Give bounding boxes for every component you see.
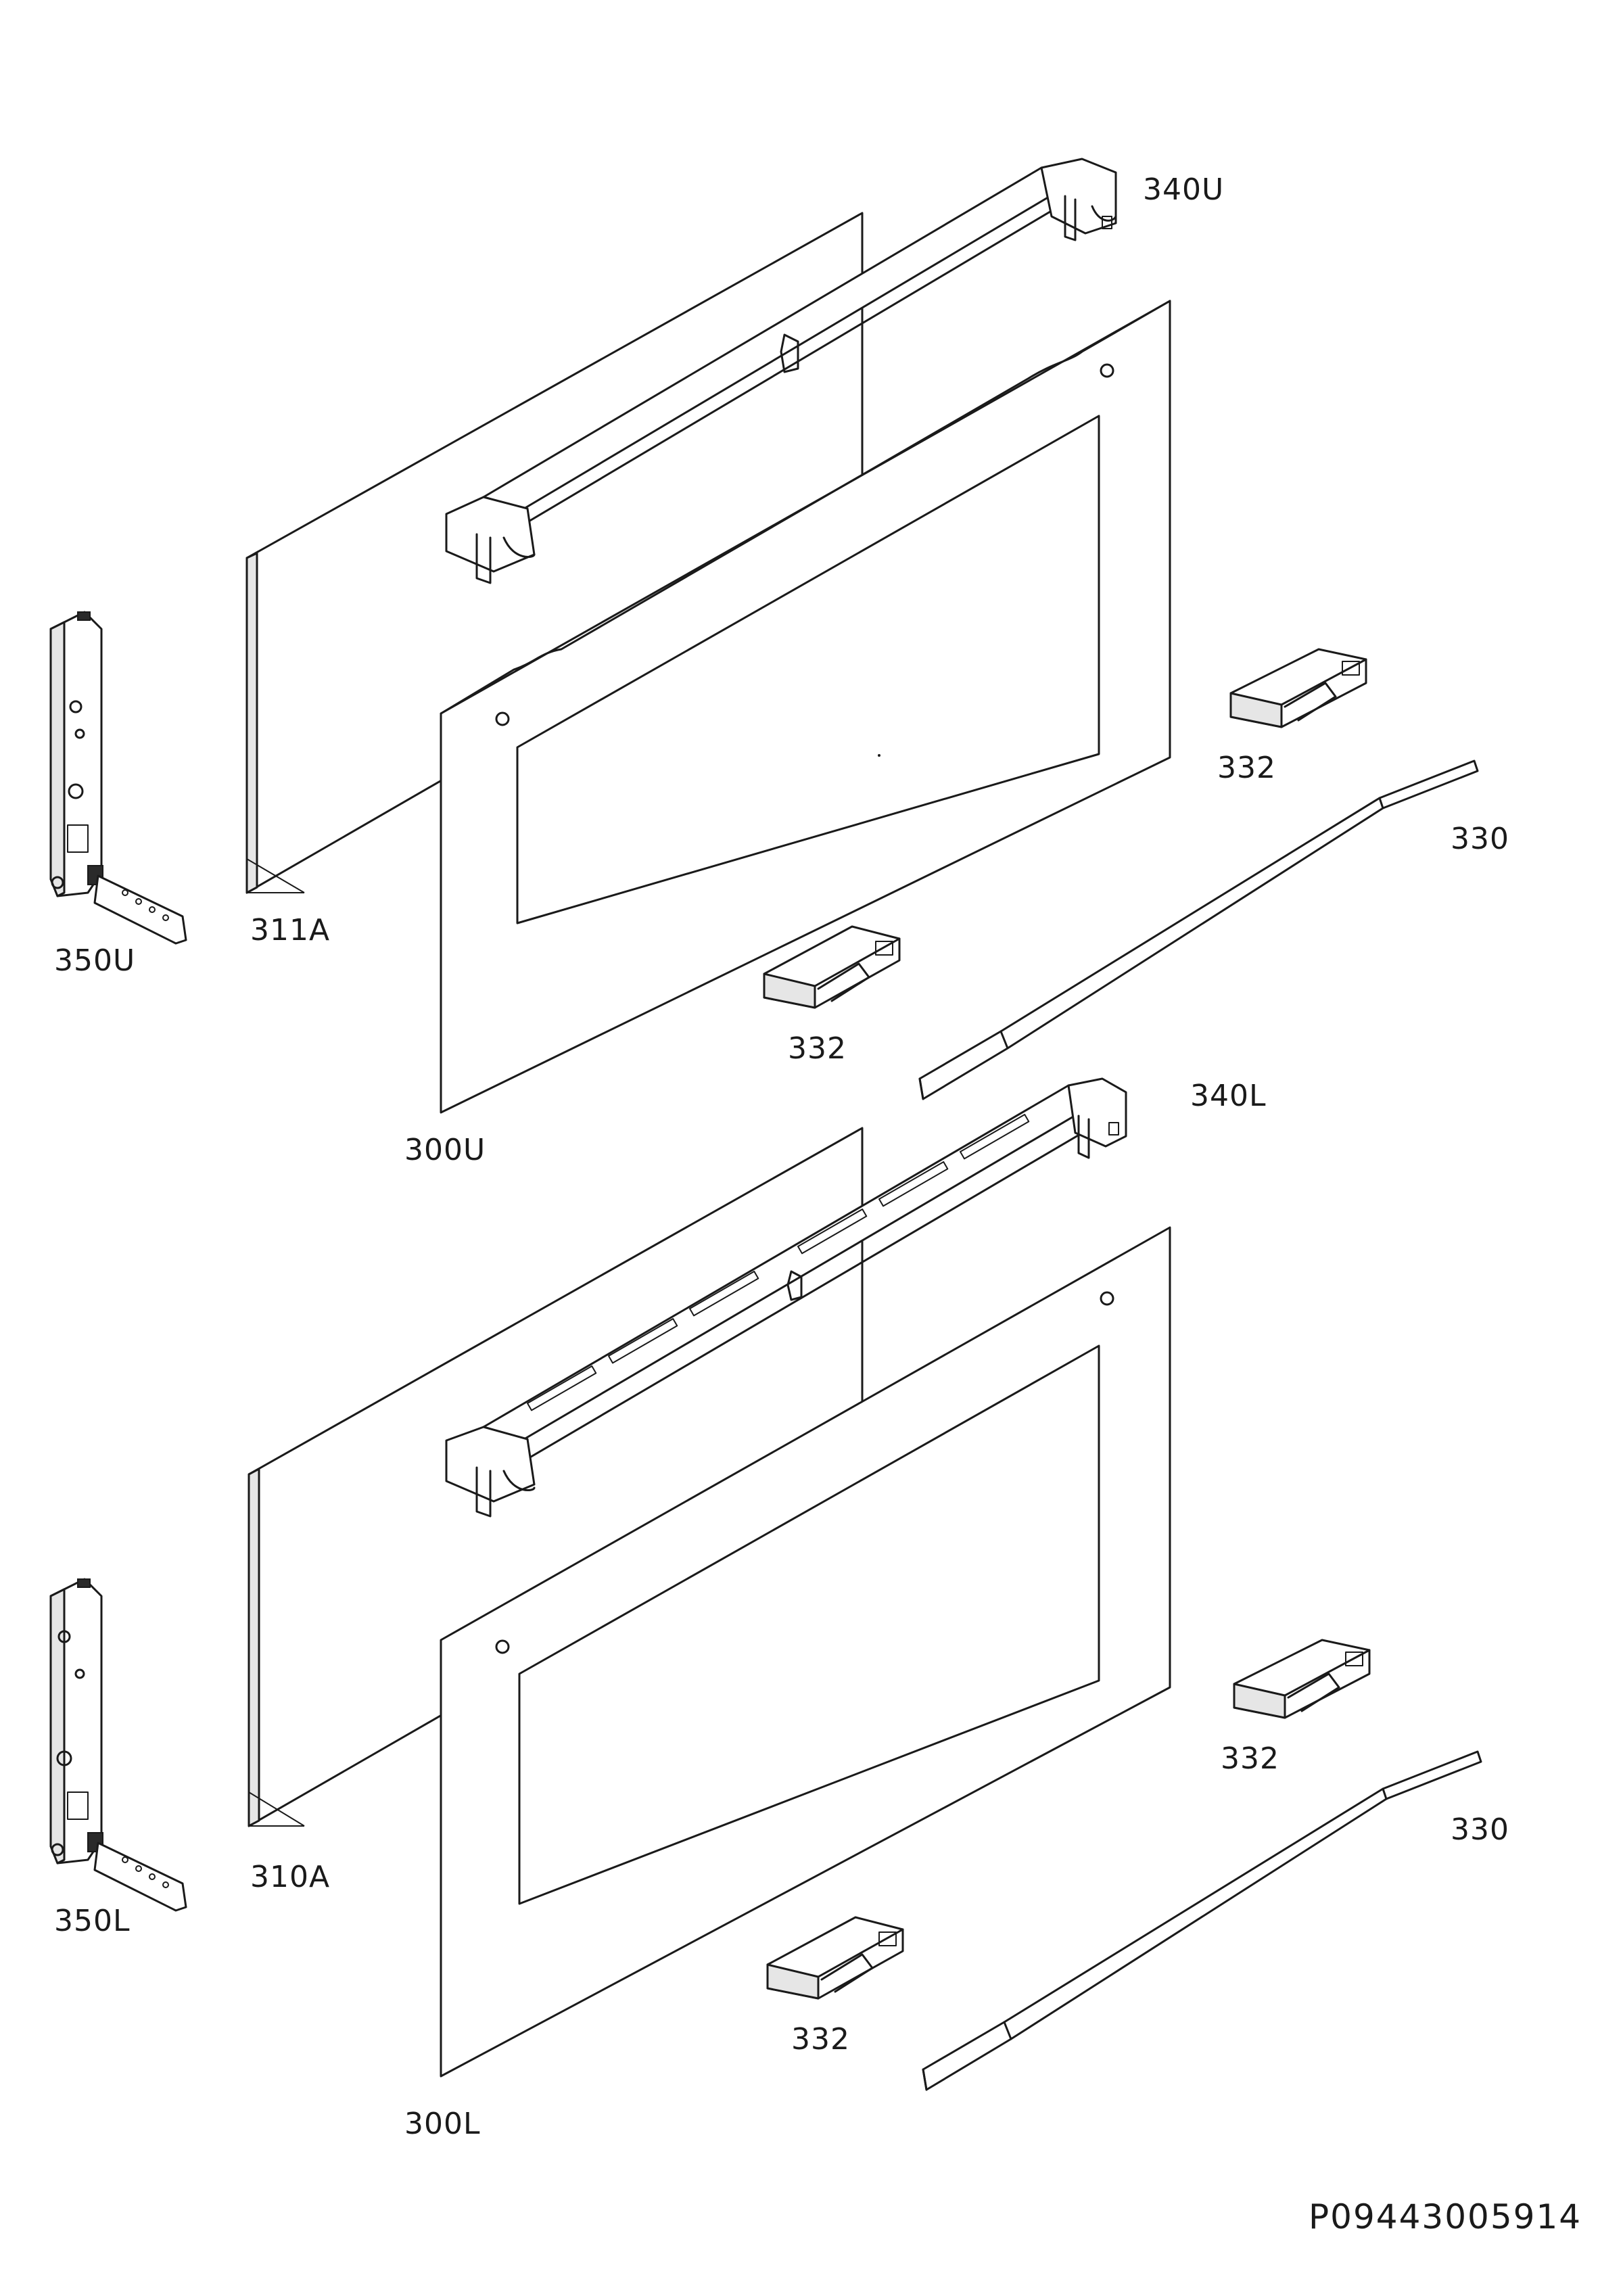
label-350L: 350L — [54, 1904, 131, 1938]
lower-trim-340L — [445, 1077, 1127, 1518]
document-code: P09443005914 — [1309, 2197, 1582, 2236]
strip-330-lower — [922, 1750, 1482, 2091]
label-350U: 350U — [54, 943, 135, 978]
label-300L: 300L — [404, 2107, 481, 2141]
clip-332-lower-left — [766, 1916, 904, 2000]
label-332-upper-right: 332 — [1217, 751, 1276, 785]
label-330-lower: 330 — [1451, 1812, 1509, 1847]
label-300U: 300U — [404, 1133, 486, 1167]
label-340U: 340U — [1143, 172, 1224, 207]
clip-332-upper-right — [1229, 648, 1367, 728]
label-310A: 310A — [250, 1860, 330, 1894]
part-labels: 340U 311A 350U 300U 332 330 332 340L 310… — [54, 172, 1509, 2141]
door-glass-300U — [440, 300, 1171, 1114]
label-332-lower-right: 332 — [1221, 1741, 1279, 1776]
label-332-upper-left: 332 — [788, 1031, 847, 1066]
label-330-upper: 330 — [1451, 822, 1509, 856]
vent-slots — [527, 1114, 1030, 1411]
door-glass-300L — [440, 1226, 1171, 2078]
hinge-350L — [49, 1578, 187, 1912]
upper-door-assembly — [49, 158, 1479, 1114]
hinge-350U — [49, 611, 187, 945]
clip-332-upper-left — [763, 925, 901, 1009]
lower-door-assembly — [49, 1077, 1482, 2091]
label-311A: 311A — [250, 913, 330, 947]
strip-330-upper — [918, 759, 1479, 1100]
label-332-lower-left: 332 — [791, 2022, 850, 2057]
upper-trim-340U — [445, 158, 1117, 584]
label-340L: 340L — [1190, 1079, 1267, 1113]
clip-332-lower-right — [1233, 1639, 1371, 1719]
